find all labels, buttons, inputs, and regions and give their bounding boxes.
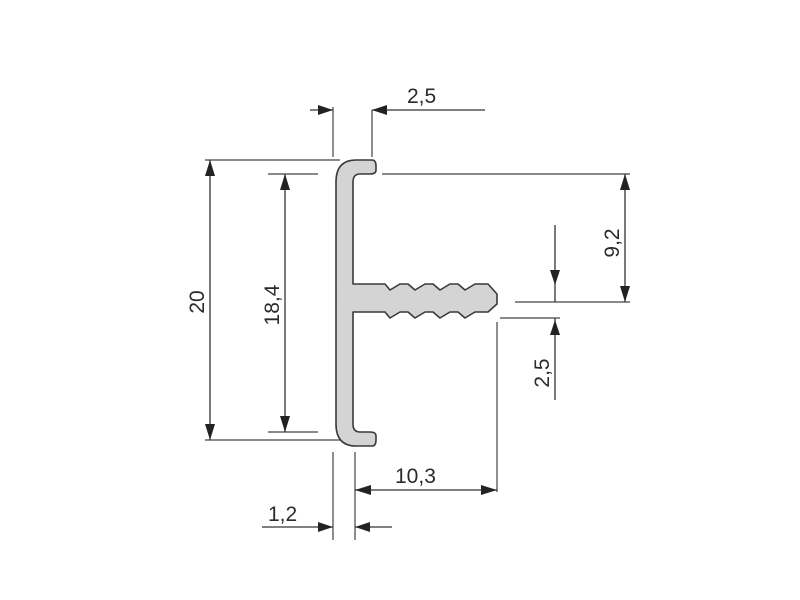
arrow-stem-gap-lower xyxy=(550,320,560,335)
arrow-total-height-bottom xyxy=(205,424,215,440)
arrow-top-width-left xyxy=(318,105,333,115)
extension-lines xyxy=(205,107,630,540)
label-top-width: 2,5 xyxy=(407,85,436,108)
arrow-inner-height-top xyxy=(280,174,290,190)
arrow-wall-thickness-right xyxy=(355,522,370,532)
arrow-top-width-right xyxy=(372,105,387,115)
t-profile-shape xyxy=(335,159,498,447)
arrow-total-height-top xyxy=(205,160,215,176)
label-stem-gap: 2,5 xyxy=(531,358,554,387)
label-upper-offset: 9,2 xyxy=(601,228,624,257)
arrow-stem-length-left xyxy=(355,485,371,495)
label-stem-length: 10,3 xyxy=(395,465,436,488)
arrow-inner-height-bottom xyxy=(280,416,290,432)
arrow-stem-length-right xyxy=(481,485,497,495)
arrow-upper-offset-bottom xyxy=(620,286,630,302)
label-wall-thickness: 1,2 xyxy=(268,503,297,526)
label-total-height: 20 xyxy=(186,290,209,313)
arrow-stem-gap-upper xyxy=(550,270,560,285)
arrow-upper-offset-top xyxy=(620,174,630,190)
dimension-lines xyxy=(205,105,630,532)
dimension-labels: 2,5 20 18,4 9,2 2,5 10,3 1,2 xyxy=(186,85,624,526)
arrow-wall-thickness-left xyxy=(318,522,333,532)
label-inner-height: 18,4 xyxy=(261,284,284,325)
